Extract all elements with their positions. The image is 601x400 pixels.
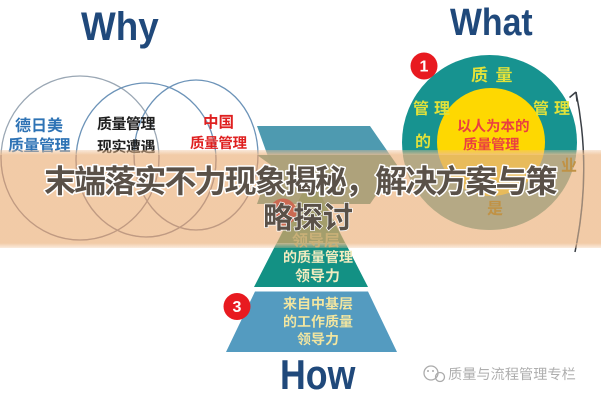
svg-text:3: 3 [233,299,242,316]
svg-text:1: 1 [420,59,429,76]
